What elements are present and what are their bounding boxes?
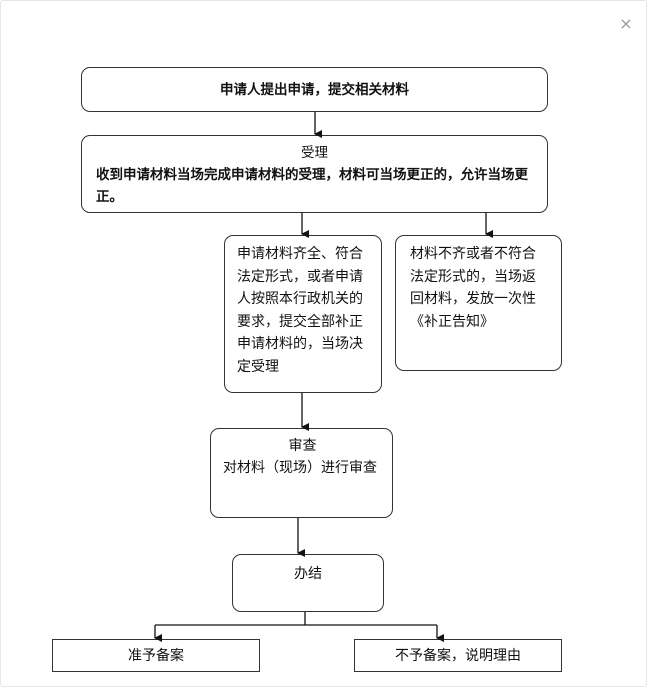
step-return-materials: 材料不齐或者不符合法定形式的，当场返回材料，发放一次性《补正告知》 bbox=[395, 235, 562, 371]
step-accept-on-spot-text: 申请材料齐全、符合法定形式，或者申请人按照本行政机关的要求，提交全部补正申请材料… bbox=[237, 246, 363, 375]
step-acceptance-text: 收到申请材料当场完成申请材料的受理，材料可当场更正的，允许当场更正。 bbox=[96, 167, 528, 205]
result-approve: 准予备案 bbox=[52, 639, 260, 672]
step-acceptance: 受理 收到申请材料当场完成申请材料的受理，材料可当场更正的，允许当场更正。 bbox=[81, 135, 548, 213]
close-icon[interactable]: × bbox=[619, 14, 633, 33]
step-review: 审查 对材料（现场）进行审查 bbox=[210, 428, 393, 518]
step-review-title: 审查 bbox=[288, 438, 317, 454]
step-accept-on-spot: 申请材料齐全、符合法定形式，或者申请人按照本行政机关的要求，提交全部补正申请材料… bbox=[224, 235, 382, 393]
step-review-text: 对材料（现场）进行审查 bbox=[223, 460, 377, 476]
step-return-materials-text: 材料不齐或者不符合法定形式的，当场返回材料，发放一次性《补正告知》 bbox=[410, 246, 536, 330]
step-submit-application-text: 申请人提出申请，提交相关材料 bbox=[220, 81, 409, 98]
result-reject-text: 不予备案，说明理由 bbox=[395, 647, 521, 664]
step-submit-application: 申请人提出申请，提交相关材料 bbox=[81, 67, 548, 112]
step-complete: 办结 bbox=[232, 554, 384, 612]
result-reject: 不予备案，说明理由 bbox=[354, 639, 562, 672]
step-acceptance-title: 受理 bbox=[301, 145, 328, 161]
step-complete-text: 办结 bbox=[294, 566, 322, 582]
result-approve-text: 准予备案 bbox=[128, 647, 184, 664]
